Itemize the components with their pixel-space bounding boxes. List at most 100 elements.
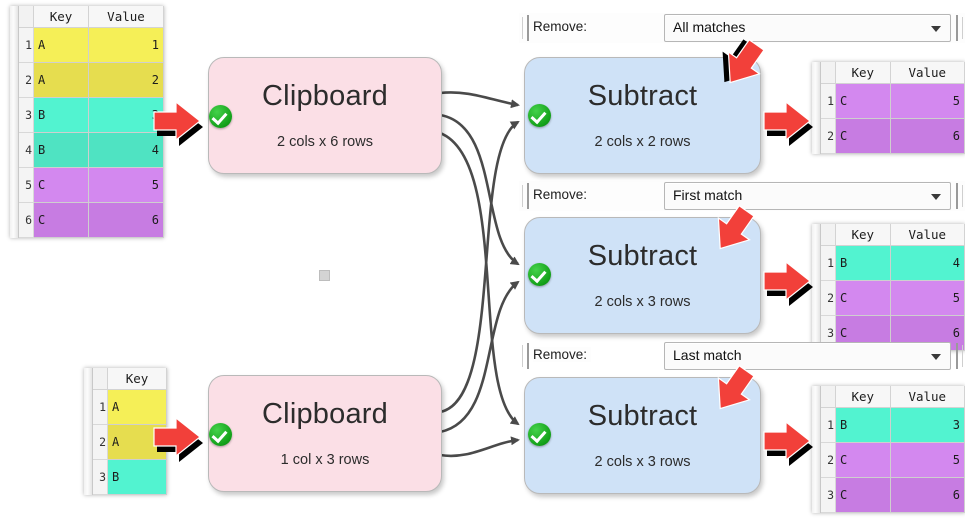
node-title: Subtract <box>587 399 698 432</box>
table-scroll-strip[interactable] <box>812 62 821 154</box>
row-number[interactable]: 2 <box>820 118 836 154</box>
cell-key[interactable]: B <box>33 97 89 133</box>
table-row[interactable]: 2 A <box>92 424 167 460</box>
column-header-key[interactable]: Key <box>835 224 891 246</box>
cell-key[interactable]: A <box>33 27 89 63</box>
row-number[interactable]: 1 <box>92 389 108 425</box>
table-row[interactable]: 1 A 1 <box>18 27 164 63</box>
node-subtract-2[interactable]: Subtract 2 cols x 3 rows <box>524 217 761 334</box>
table-row[interactable]: 1 B 4 <box>820 245 965 281</box>
cell-key[interactable]: C <box>33 167 89 203</box>
chevron-down-icon[interactable] <box>931 354 941 360</box>
cell-value[interactable]: 4 <box>889 245 965 281</box>
cell-value[interactable]: 5 <box>889 83 965 119</box>
cell-value[interactable]: 4 <box>88 132 164 168</box>
panel-edge <box>522 345 523 367</box>
table-row[interactable]: 2 A 2 <box>18 62 164 98</box>
row-number[interactable]: 1 <box>820 245 836 281</box>
remove-dropdown-2[interactable]: First match <box>664 182 951 210</box>
node-subtract-1[interactable]: Subtract 2 cols x 2 rows <box>524 57 761 174</box>
row-number[interactable]: 5 <box>18 167 34 203</box>
table-scroll-strip[interactable] <box>84 368 93 495</box>
node-subtitle: 2 cols x 2 rows <box>594 133 691 150</box>
cell-value[interactable]: 6 <box>88 202 164 238</box>
cell-key[interactable]: B <box>33 132 89 168</box>
cell-value[interactable]: 2 <box>88 62 164 98</box>
row-number[interactable]: 1 <box>820 407 836 443</box>
cell-key[interactable]: A <box>107 424 167 460</box>
table-row[interactable]: 1 C 5 <box>820 83 965 119</box>
node-subtract-3[interactable]: Subtract 2 cols x 3 rows <box>524 377 761 494</box>
remove-dropdown-1[interactable]: All matches <box>664 14 951 42</box>
cell-value[interactable]: 5 <box>889 280 965 316</box>
table-scroll-strip[interactable] <box>812 224 821 351</box>
table-row[interactable]: 2 C 5 <box>820 280 965 316</box>
cell-key[interactable]: B <box>107 459 167 495</box>
cell-value[interactable]: 6 <box>889 477 965 513</box>
cell-key[interactable]: C <box>835 83 891 119</box>
row-number[interactable]: 1 <box>820 83 836 119</box>
table-row[interactable]: 3 B <box>92 459 167 495</box>
cell-value[interactable]: 5 <box>889 442 965 478</box>
row-number[interactable]: 2 <box>820 442 836 478</box>
table-row[interactable]: 2 C 5 <box>820 442 965 478</box>
column-header-key[interactable]: Key <box>107 368 167 390</box>
cell-key[interactable]: C <box>33 202 89 238</box>
remove-dropdown-3[interactable]: Last match <box>664 342 951 370</box>
row-number[interactable]: 1 <box>18 27 34 63</box>
node-clipboard-top[interactable]: Clipboard 2 cols x 6 rows <box>208 57 442 174</box>
check-circle-icon <box>528 104 551 127</box>
row-number[interactable]: 2 <box>18 62 34 98</box>
column-header-value[interactable]: Value <box>889 62 965 84</box>
cell-key[interactable]: C <box>835 118 891 154</box>
column-header-value[interactable]: Value <box>889 386 965 408</box>
remove-dropdown-value: All matches <box>673 19 746 35</box>
row-number[interactable]: 6 <box>18 202 34 238</box>
chevron-down-icon[interactable] <box>931 26 941 32</box>
column-header-key[interactable]: Key <box>33 6 89 28</box>
cell-key[interactable]: C <box>835 442 891 478</box>
table-row[interactable]: 3 C 6 <box>820 477 965 513</box>
column-header-value[interactable]: Value <box>889 224 965 246</box>
table-row[interactable]: 5 C 5 <box>18 167 164 203</box>
row-number[interactable]: 2 <box>92 424 108 460</box>
cell-key[interactable]: B <box>835 245 891 281</box>
table-row[interactable]: 4 B 4 <box>18 132 164 168</box>
cell-value[interactable]: 3 <box>889 407 965 443</box>
cell-value[interactable]: 6 <box>889 118 965 154</box>
table-scroll-strip[interactable] <box>10 6 19 238</box>
output-table-first-match[interactable]: Key Value 1 B 4 2 C 5 3 C 6 <box>812 224 965 351</box>
cell-key[interactable]: A <box>107 389 167 425</box>
table-scroll-strip[interactable] <box>812 386 821 513</box>
row-number[interactable]: 2 <box>820 280 836 316</box>
output-table-last-match[interactable]: Key Value 1 B 3 2 C 5 3 C 6 <box>812 386 965 513</box>
table-row[interactable]: 2 C 6 <box>820 118 965 154</box>
input-table-top[interactable]: Key Value 1 A 1 2 A 2 3 B 3 4 B 4 <box>10 6 164 238</box>
output-table-all-matches[interactable]: Key Value 1 C 5 2 C 6 <box>812 62 965 154</box>
row-number[interactable]: 4 <box>18 132 34 168</box>
row-number[interactable]: 3 <box>92 459 108 495</box>
node-title: Subtract <box>587 239 698 272</box>
cell-value[interactable]: 1 <box>88 27 164 63</box>
table-row[interactable]: 1 A <box>92 389 167 425</box>
cell-key[interactable]: B <box>835 407 891 443</box>
table-row[interactable]: 1 B 3 <box>820 407 965 443</box>
table-row[interactable]: 6 C 6 <box>18 202 164 238</box>
node-subtitle: 1 col x 3 rows <box>280 451 370 468</box>
table-row[interactable]: 3 B 3 <box>18 97 164 133</box>
column-header-key[interactable]: Key <box>835 62 891 84</box>
chevron-down-icon[interactable] <box>931 194 941 200</box>
panel-divider <box>956 183 958 209</box>
column-header-key[interactable]: Key <box>835 386 891 408</box>
cell-key[interactable]: A <box>33 62 89 98</box>
cell-value[interactable]: 3 <box>88 97 164 133</box>
cell-key[interactable]: C <box>835 280 891 316</box>
row-number[interactable]: 3 <box>18 97 34 133</box>
row-number[interactable]: 3 <box>820 477 836 513</box>
cell-value[interactable]: 5 <box>88 167 164 203</box>
node-clipboard-bottom[interactable]: Clipboard 1 col x 3 rows <box>208 375 442 492</box>
input-table-bottom[interactable]: Key 1 A 2 A 3 B <box>84 368 167 495</box>
column-header-value[interactable]: Value <box>88 6 164 28</box>
cell-key[interactable]: C <box>835 477 891 513</box>
